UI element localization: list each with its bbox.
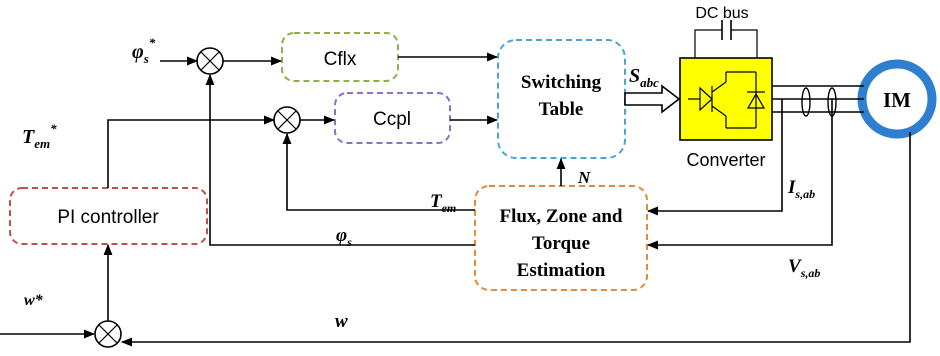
voltage-measure-arrow <box>646 99 833 250</box>
ccpl-block: Ccpl <box>334 92 451 144</box>
converter-label: Converter <box>686 150 765 170</box>
tem-ref-label: Tem* <box>22 121 57 151</box>
w-ref-label: w* <box>24 292 44 309</box>
switching-table-block: Switching Table <box>497 39 626 159</box>
phi-s-label: φs <box>336 225 352 249</box>
induction-motor: IM <box>857 59 937 139</box>
pi-controller-border <box>9 187 208 245</box>
switching-table-label-line1: Switching <box>521 72 602 93</box>
phi-s-feedback-arrow <box>205 73 475 246</box>
cflx-block: Cflx <box>281 32 399 82</box>
sum-junction-torque <box>273 106 301 134</box>
phi-ref-label: φs* <box>132 35 156 66</box>
v-sab-label: Vs,ab <box>788 256 820 280</box>
tem-feedback-arrow <box>282 132 475 211</box>
current-measure-arrow <box>646 99 783 216</box>
converter-block: Converter <box>679 57 773 170</box>
sum-junction-speed <box>94 320 122 348</box>
s-abc-label: Sabc <box>629 65 659 90</box>
sum-junction-flux <box>196 47 224 75</box>
speed-feedback-arrow <box>120 132 911 347</box>
estimation-label-line3: Estimation <box>517 260 606 281</box>
three-phase-lines <box>772 85 864 117</box>
current-sensor-icon <box>801 87 811 117</box>
pi-controller-block: PI controller <box>9 187 208 245</box>
i-sab-label: Is,ab <box>787 177 815 201</box>
pi-controller-label: PI controller <box>57 207 159 228</box>
estimation-label-line2: Torque <box>532 233 590 254</box>
motor-label: IM <box>883 88 911 112</box>
n-label: N <box>577 168 591 187</box>
ccpl-label: Ccpl <box>373 109 411 130</box>
cflx-label: Cflx <box>324 49 357 70</box>
tem-label: Tem <box>430 191 456 215</box>
w-label: w <box>335 311 348 332</box>
switching-table-label-line2: Table <box>539 99 584 120</box>
ccpl-block-border <box>334 92 451 144</box>
estimation-block: Flux, Zone and Torque Estimation <box>474 185 648 291</box>
igbt-diode-icon <box>688 71 766 129</box>
dc-bus-label: DC bus <box>695 5 748 22</box>
dc-bus: DC bus <box>694 5 758 58</box>
tem-ref-arrow <box>107 115 276 188</box>
s-abc-arrow <box>624 84 681 114</box>
estimation-label-line1: Flux, Zone and <box>499 206 622 227</box>
